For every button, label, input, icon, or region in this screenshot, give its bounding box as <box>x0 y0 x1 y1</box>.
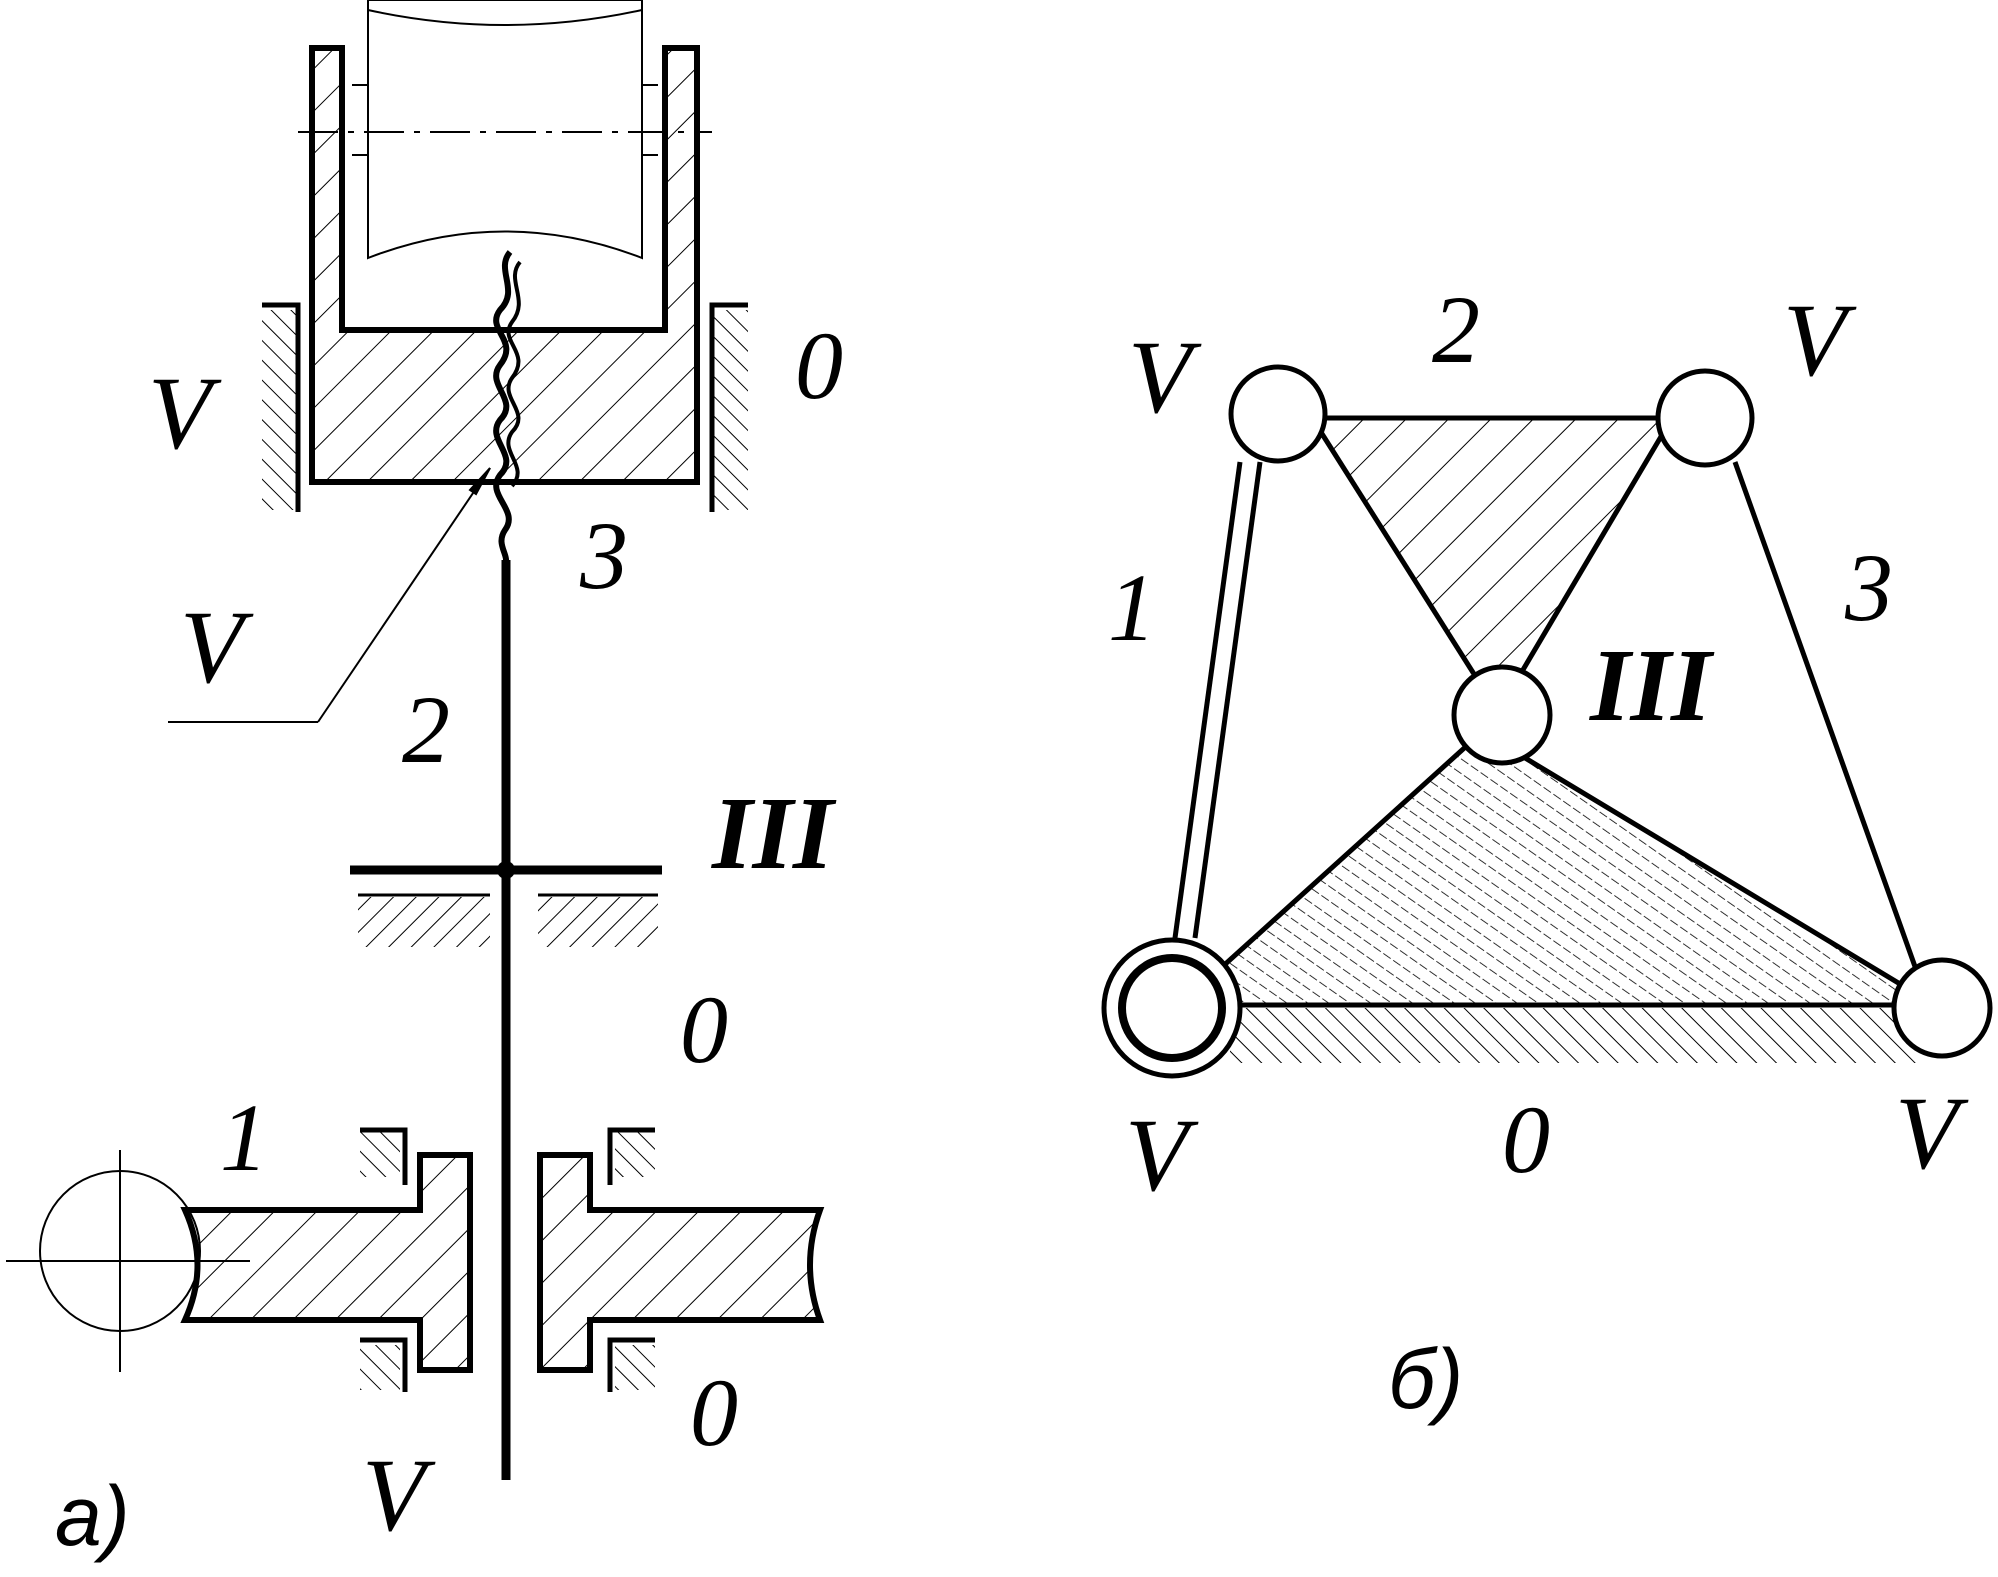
screw-thread <box>493 250 513 567</box>
lever-guides <box>360 1127 655 1392</box>
ground-hatch <box>1230 1008 1920 1063</box>
label-b-iii: III <box>1588 628 1715 743</box>
label-v-bottom: V <box>362 1438 436 1553</box>
label-b-two: 2 <box>1432 276 1480 383</box>
label-iii: III <box>710 776 837 891</box>
slider-body <box>309 45 700 485</box>
label-b-zero: 0 <box>1502 1086 1550 1193</box>
slider-guide-left <box>262 302 301 512</box>
label-b-v-top-right: V <box>1783 283 1857 398</box>
caption-b: б) <box>1388 1332 1463 1426</box>
label-two: 2 <box>402 676 450 783</box>
node-top-right <box>1655 368 1755 468</box>
link-1-bar <box>1172 461 1263 939</box>
roller <box>352 0 658 260</box>
diagram-b: V 2 V 1 3 III V 0 V б) <box>1101 276 1993 1426</box>
label-zero-top: 0 <box>795 312 843 419</box>
label-three: 3 <box>579 502 628 609</box>
node-bottom-left <box>1101 937 1243 1079</box>
label-b-v-bottom-right: V <box>1895 1076 1969 1191</box>
link-3-bar <box>1732 461 1921 976</box>
link-2-triangle <box>1312 418 1672 712</box>
node-bottom-right <box>1891 957 1993 1059</box>
label-b-v-bottom-left: V <box>1125 1098 1199 1213</box>
node-top-left <box>1228 364 1328 464</box>
label-v-leader: V <box>180 590 254 705</box>
lever-guides-hatch <box>360 1132 655 1390</box>
label-zero-mid: 0 <box>680 976 728 1083</box>
link-0-triangle <box>1173 728 1944 1008</box>
label-zero-bottom: 0 <box>690 1359 738 1466</box>
node-middle <box>1451 664 1553 766</box>
label-b-one: 1 <box>1108 554 1156 661</box>
label-b-three: 3 <box>1844 534 1893 641</box>
slider-guide-right <box>709 302 748 512</box>
label-b-v-top-left: V <box>1128 320 1202 435</box>
caption-a: а) <box>55 1469 130 1563</box>
thrust-disk <box>350 861 662 947</box>
lever-link-1 <box>6 1150 825 1373</box>
label-v-left: V <box>148 356 222 471</box>
label-one: 1 <box>220 1084 268 1191</box>
diagram-a: V 0 3 V 2 III 0 1 0 V а) <box>6 0 843 1563</box>
leader-line-v <box>168 467 491 723</box>
